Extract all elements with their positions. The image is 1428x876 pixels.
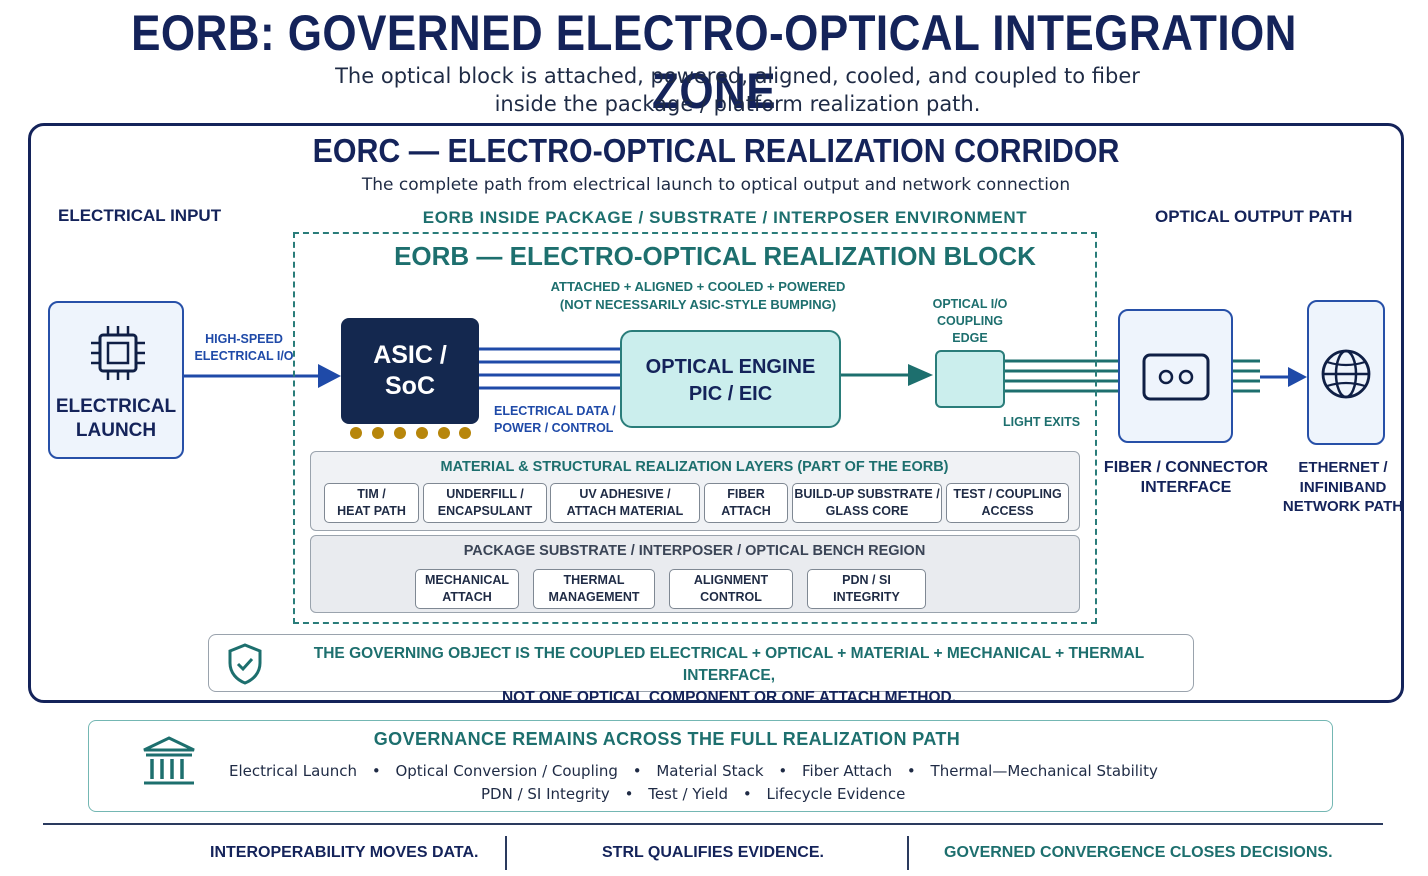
- highspeed-line-2: ELECTRICAL I/O: [194, 349, 294, 363]
- coupling-edge-label: OPTICAL I/O COUPLING EDGE: [920, 296, 1020, 347]
- coupler-to-fiber-lines: [1005, 359, 1118, 393]
- electrical-data-line-1: ELECTRICAL DATA /: [494, 404, 616, 418]
- optical-engine-block: OPTICAL ENGINE PIC / EIC: [620, 330, 841, 428]
- governance-item: Lifecycle Evidence: [766, 785, 906, 803]
- footer-divider: [43, 823, 1383, 825]
- footer-left: INTEROPERABILITY MOVES DATA.: [210, 844, 479, 861]
- governance-item: Fiber Attach: [802, 762, 893, 780]
- substrate-region-panel: PACKAGE SUBSTRATE / INTERPOSER / OPTICAL…: [310, 535, 1080, 613]
- bullet: •: [371, 762, 381, 780]
- governance-item: Thermal—Mechanical Stability: [930, 762, 1158, 780]
- environment-label: EORB INSIDE PACKAGE / SUBSTRATE / INTERP…: [422, 208, 1028, 227]
- layer-chip: UNDERFILL /ENCAPSULANT: [423, 483, 547, 523]
- launch-line-2: LAUNCH: [75, 420, 157, 441]
- coupling-line-3: EDGE: [952, 331, 988, 345]
- electrical-launch-box: ELECTRICAL LAUNCH: [48, 301, 184, 459]
- footer-right: GOVERNED CONVERGENCE CLOSES DECISIONS.: [944, 844, 1333, 861]
- footer-middle: STRL QUALIFIES EVIDENCE.: [602, 844, 824, 861]
- governance-item: PDN / SI Integrity: [481, 785, 610, 803]
- network-line-1: ETHERNET /: [1298, 459, 1388, 476]
- electrical-input-label: ELECTRICAL INPUT: [58, 206, 222, 225]
- network-line-3: NETWORK PATH: [1282, 498, 1404, 515]
- corridor-subtitle: The complete path from electrical launch…: [361, 175, 1071, 195]
- asic-line-2: SoC: [385, 372, 435, 400]
- corridor-title: EORC — ELECTRO-OPTICAL REALIZATION CORRI…: [312, 132, 1120, 169]
- asic-to-engine-bus: [479, 347, 620, 390]
- governance-item: Optical Conversion / Coupling: [395, 762, 618, 780]
- governing-object-box: THE GOVERNING OBJECT IS THE COUPLED ELEC…: [208, 634, 1194, 706]
- governance-row-1: Electrical Launch • Optical Conversion /…: [229, 762, 1158, 780]
- eorb-title: EORB — ELECTRO-OPTICAL REALIZATION BLOCK: [394, 241, 1036, 271]
- page-title: EORB: GOVERNED ELECTRO-OPTICAL INTEGRATI…: [131, 5, 1297, 119]
- coupling-edge-block: [935, 350, 1005, 408]
- network-line-2: INFINIBAND: [1299, 478, 1387, 496]
- bullet: •: [632, 762, 642, 780]
- launch-line-1: ELECTRICAL: [55, 396, 177, 417]
- material-layers-title: MATERIAL & STRUCTURAL REALIZATION LAYERS…: [440, 459, 949, 475]
- layer-chip: TIM /HEAT PATH: [324, 483, 419, 523]
- layer-chip: UV ADHESIVE /ATTACH MATERIAL: [550, 483, 700, 523]
- subtitle-line-1: The optical block is attached, powered, …: [335, 64, 1140, 88]
- governance-path-box: GOVERNANCE REMAINS ACROSS THE FULL REALI…: [88, 720, 1333, 812]
- layer-chip: BUILD-UP SUBSTRATE /GLASS CORE: [792, 483, 942, 523]
- optical-output-label: OPTICAL OUTPUT PATH: [1155, 207, 1353, 226]
- coupling-line-2: COUPLING: [937, 314, 1003, 328]
- governance-item: Electrical Launch: [229, 762, 358, 780]
- fiber-stubs: [1233, 359, 1260, 393]
- light-exits-label: LIGHT EXITS: [1003, 415, 1081, 429]
- fiber-line-2: INTERFACE: [1140, 479, 1232, 496]
- bullet: •: [624, 785, 634, 803]
- fiber-connector-label: FIBER / CONNECTOR INTERFACE: [1100, 458, 1272, 498]
- material-layers-panel: MATERIAL & STRUCTURAL REALIZATION LAYERS…: [310, 451, 1080, 531]
- network-path-box: [1307, 300, 1385, 445]
- shield-check-icon: [228, 643, 262, 685]
- asic-line-1: ASIC /: [373, 341, 447, 369]
- footer-separator: [907, 836, 909, 870]
- bullet: •: [778, 762, 788, 780]
- engine-line-1: OPTICAL ENGINE: [645, 356, 816, 378]
- connector-icon: [1142, 353, 1210, 401]
- network-path-label: ETHERNET / INFINIBAND NETWORK PATH: [1276, 458, 1410, 517]
- bullet: •: [906, 762, 916, 780]
- governing-object-line-2: NOT ONE OPTICAL COMPONENT OR ONE ATTACH …: [501, 689, 957, 706]
- fiber-line-1: FIBER / CONNECTOR: [1103, 459, 1269, 476]
- eorb-note: ATTACHED + ALIGNED + COOLED + POWERED (N…: [498, 278, 898, 314]
- highspeed-io-label: HIGH-SPEED ELECTRICAL I/O: [188, 331, 300, 365]
- electrical-data-line-2: POWER / CONTROL: [494, 421, 614, 435]
- bullet: •: [742, 785, 752, 803]
- asic-soc-block: ASIC / SoC: [341, 318, 479, 424]
- governance-row-2: PDN / SI Integrity • Test / Yield • Life…: [481, 785, 905, 803]
- governance-item: Material Stack: [656, 762, 764, 780]
- page-subtitle: The optical block is attached, powered, …: [200, 62, 1275, 118]
- coupling-line-1: OPTICAL I/O: [932, 297, 1008, 311]
- substrate-region-title: PACKAGE SUBSTRATE / INTERPOSER / OPTICAL…: [463, 543, 926, 559]
- engine-to-coupler-arrow: [841, 364, 933, 386]
- engine-line-2: PIC / EIC: [688, 383, 773, 405]
- footer-separator: [505, 836, 507, 870]
- eorb-note-line-1: ATTACHED + ALIGNED + COOLED + POWERED: [550, 279, 846, 294]
- governance-item: Test / Yield: [648, 785, 729, 803]
- chip-icon: [91, 326, 145, 380]
- eorb-region: [293, 232, 1097, 624]
- eorb-note-line-2: (NOT NECESSARILY ASIC-STYLE BUMPING): [559, 297, 837, 312]
- electrical-data-label: ELECTRICAL DATA / POWER / CONTROL: [494, 403, 616, 437]
- fiber-connector-box: [1118, 309, 1233, 443]
- subtitle-line-2: inside the package / platform realizatio…: [494, 92, 981, 116]
- highspeed-line-1: HIGH-SPEED: [205, 332, 283, 346]
- governance-title: GOVERNANCE REMAINS ACROSS THE FULL REALI…: [373, 729, 961, 749]
- fiber-to-network-arrow: [1260, 367, 1307, 387]
- corridor-frame: [28, 123, 1404, 703]
- launch-to-asic-arrow: [184, 364, 341, 388]
- asic-solder-bumps: [350, 427, 471, 439]
- governing-object-line-1: THE GOVERNING OBJECT IS THE COUPLED ELEC…: [313, 645, 1145, 684]
- globe-icon: [1321, 349, 1371, 399]
- institution-icon: [143, 736, 195, 785]
